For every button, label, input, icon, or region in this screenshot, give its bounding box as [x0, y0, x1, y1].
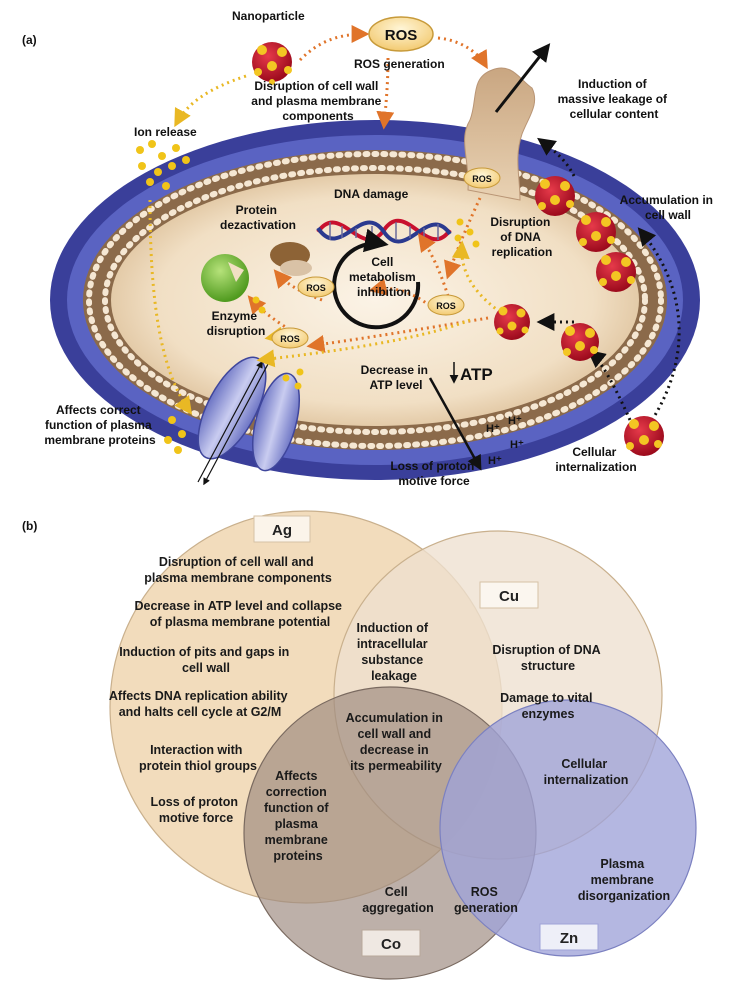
svg-text:ROS: ROS: [306, 283, 326, 293]
membrane-channel-protein: [197, 356, 301, 486]
atp-label: ATP: [460, 365, 493, 384]
ros-badge-small: ROS: [427, 294, 465, 316]
nanoparticle: [252, 42, 292, 85]
accumulation-label: Accumulation in cell wall: [620, 193, 717, 222]
protein-deactivation-label: Protein dezactivation: [220, 203, 296, 232]
zn-effect: Plasma membrane disorganization: [578, 857, 670, 903]
ag-effect-item: Decrease in ATP level and collapse of pl…: [135, 599, 346, 629]
panel-b-tag: (b): [22, 519, 37, 533]
svg-text:H⁺: H⁺: [488, 455, 502, 467]
ag-cu-effect: Induction of intracellular substance lea…: [357, 621, 432, 683]
cu-effect-item: Damage to vital enzymes: [500, 691, 596, 721]
ros-badge-top: ROS: [368, 16, 434, 52]
ag-effect-item: Interaction with protein thiol groups: [139, 743, 257, 773]
affects-membrane-label: Affects correct function of plasma membr…: [44, 403, 156, 447]
svg-text:ROS: ROS: [280, 334, 300, 344]
nanoparticle-label: Nanoparticle: [232, 9, 305, 23]
ag-cu-co-effect: Accumulation in cell wall and decrease i…: [346, 711, 447, 773]
ag-effect-item: Affects DNA replication ability and halt…: [109, 689, 291, 719]
nanoparticle-wall-2: [576, 212, 616, 252]
svg-text:H⁺: H⁺: [510, 439, 524, 451]
zn-label-box: Zn: [539, 923, 599, 951]
ag-label-box: Ag: [253, 515, 311, 543]
svg-text:H⁺: H⁺: [486, 423, 500, 435]
ag-effect-item: Induction of pits and gaps in cell wall: [119, 645, 293, 675]
nanoparticle-membrane: [561, 323, 599, 361]
enzyme-sphere: [201, 254, 249, 302]
atp-decrease-indicator: ATP: [449, 362, 493, 384]
ion-dots: [136, 140, 480, 454]
cu-effect-item: Disruption of DNA structure: [492, 643, 603, 673]
cu-label-box: Cu: [479, 581, 539, 609]
leakage-arrow: [494, 43, 551, 113]
co-zn-effect: ROS generation: [454, 885, 518, 915]
svg-text:Co: Co: [381, 936, 401, 953]
cell-metabolism-label: Cell metabolism inhibition: [349, 255, 419, 299]
ros-arrows: [247, 25, 489, 353]
enzyme-disruption-label: Enzyme disruption: [207, 309, 266, 338]
ag-co-effect: Affects correction function of plasma me…: [264, 769, 332, 863]
protein-blob-light: [280, 260, 312, 276]
ag-effect-item: Loss of proton motive force: [151, 795, 242, 825]
ros-generation-label: ROS generation: [354, 57, 445, 71]
nanoparticle-inside: [494, 304, 530, 340]
cu-zn-effect: Cellular internalization: [544, 757, 629, 787]
lipid-bilayer-inner: [102, 165, 648, 435]
ros-badge-small: ROS: [271, 327, 309, 349]
disruption-wall-label: Disruption of cell wall and plasma membr…: [251, 79, 384, 123]
co-effect: Cell aggregation: [362, 885, 434, 915]
svg-text:ROS: ROS: [385, 27, 418, 44]
ion-arrows: [148, 74, 501, 415]
induction-leakage-label: Induction of massive leakage of cellular…: [558, 77, 671, 121]
disruption-dna-label: Disruption of DNA replication: [490, 215, 553, 259]
nanoparticle-wall-3: [596, 252, 636, 292]
svg-text:Cu: Cu: [499, 588, 519, 605]
co-label-box: Co: [361, 929, 421, 957]
ros-badge-small: ROS: [463, 167, 501, 189]
svg-text:Zn: Zn: [560, 930, 578, 947]
svg-text:ROS: ROS: [436, 301, 456, 311]
zn-circle: [439, 699, 697, 957]
dna-damage-label: DNA damage: [334, 187, 409, 201]
svg-text:ROS: ROS: [472, 174, 492, 184]
svg-text:H⁺: H⁺: [508, 415, 522, 427]
nanoparticle-outside: [624, 416, 664, 456]
nanoparticle-wall-1: [535, 176, 575, 216]
ros-badge-small: ROS: [297, 276, 335, 298]
proton-labels: H⁺ H⁺ H⁺ H⁺: [486, 415, 524, 467]
proton-efflux-arrow: [428, 377, 482, 471]
leakage-plume: [464, 67, 536, 201]
decrease-atp-label: Decrease in ATP level: [361, 363, 432, 392]
loss-proton-label: Loss of proton motive force: [390, 459, 477, 488]
panel-a-tag: (a): [22, 33, 37, 47]
metabolism-cycle-arrow: [332, 228, 421, 330]
lipid-bilayer-outer: [86, 151, 664, 449]
ion-release-label: Ion release: [134, 125, 197, 139]
svg-text:Ag: Ag: [272, 522, 292, 539]
uptake-arrows: [536, 137, 681, 421]
cellular-internalization-label: Cellular internalization: [555, 445, 636, 474]
ag-effect-item: Disruption of cell wall and plasma membr…: [144, 555, 332, 585]
enzyme-cut: [228, 262, 244, 282]
